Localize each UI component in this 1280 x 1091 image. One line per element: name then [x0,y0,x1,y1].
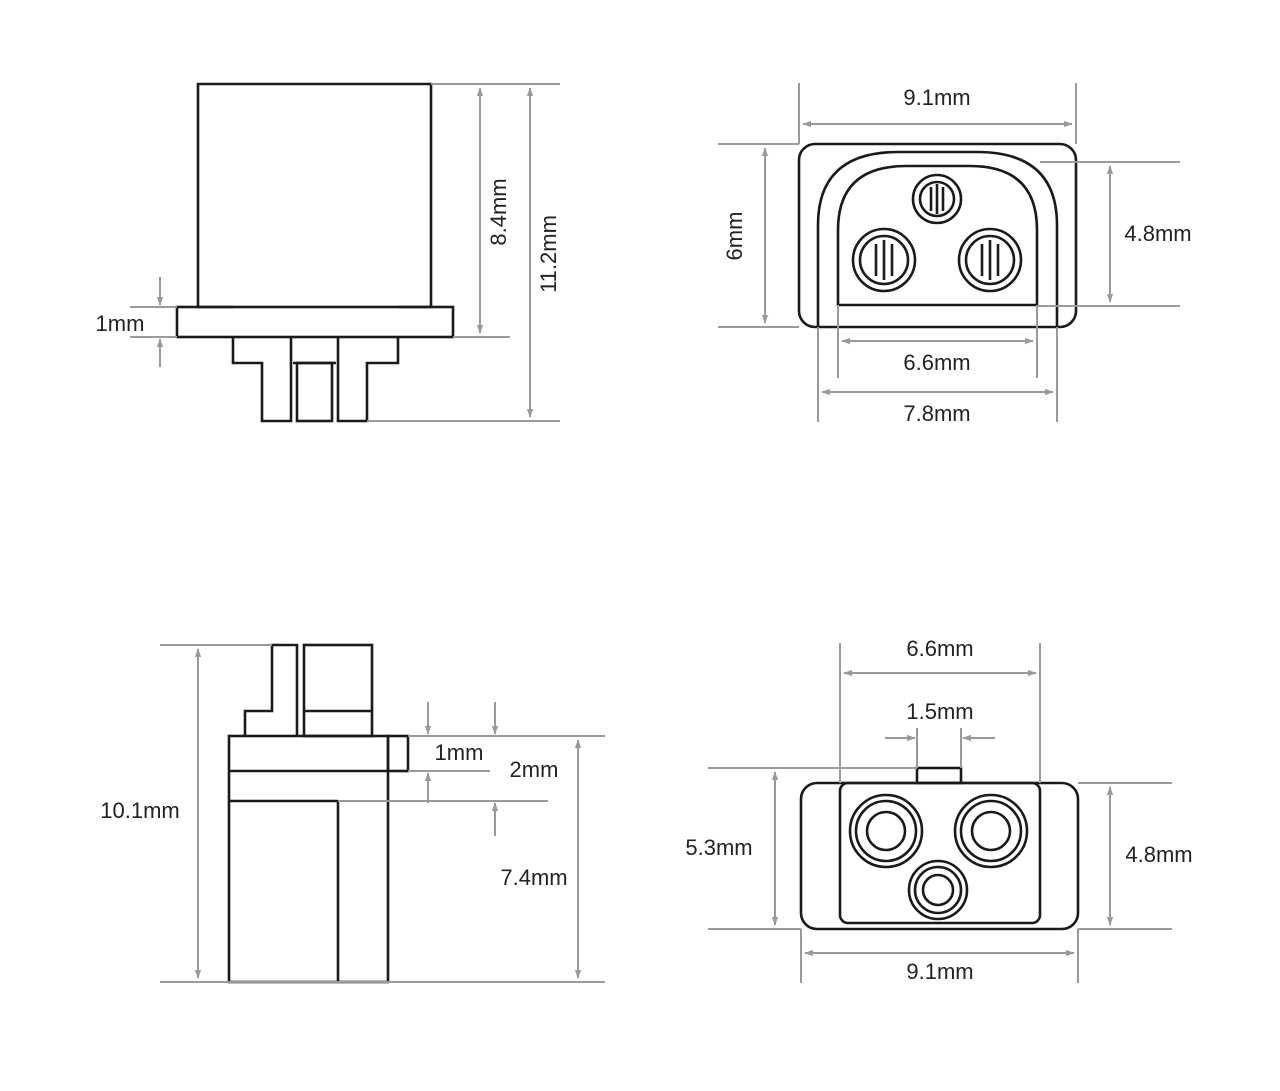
tab-height-label: 1mm [435,740,484,765]
inner-height-label: 4.8mm [1124,221,1191,246]
dimension-lines [718,83,1180,422]
pin-socket-left [851,227,917,293]
connector-outline [797,142,1078,329]
body-height-label: 8.4mm [486,178,511,245]
body-height-label: 7.4mm [500,865,567,890]
side-view-bottom: 10.1mm 1mm 2mm 7.4mm [100,643,605,984]
pin-sockets [848,793,1029,921]
flange-thickness-label: 1mm [96,311,145,336]
pin-socket-top [911,173,963,225]
width-label: 9.1mm [906,959,973,984]
total-height-label: 10.1mm [100,798,179,823]
inner-width-label: 6.6mm [906,636,973,661]
connector-outline [799,766,1080,931]
pin-socket-bottom [907,859,969,921]
front-view-top: 9.1mm 6mm 4.8mm 6.6mm 7.8mm [718,83,1192,426]
pin-socket-left [848,793,924,869]
connector-outline [175,82,455,423]
pin-sockets [851,173,1023,293]
connector-outline [227,643,410,984]
dimension-lines [160,644,605,983]
height-label: 6mm [722,212,747,261]
dimension-lines [130,83,560,422]
body-height-label: 4.8mm [1125,842,1192,867]
height-label: 5.3mm [685,835,752,860]
front-view-bottom: 6.6mm 1.5mm 5.3mm 4.8mm 9.1mm [685,636,1192,984]
side-view-top: 1mm 8.4mm 11.2mm [96,82,561,423]
pin-socket-right [957,227,1023,293]
total-height-label: 11.2mm [536,215,561,293]
base-width-label: 7.8mm [903,401,970,426]
dimension-lines [708,643,1172,983]
key-width-label: 1.5mm [906,699,973,724]
step-height-label: 2mm [510,757,559,782]
width-label: 9.1mm [903,85,970,110]
pin-socket-right [953,793,1029,869]
inner-width-label: 6.6mm [903,350,970,375]
